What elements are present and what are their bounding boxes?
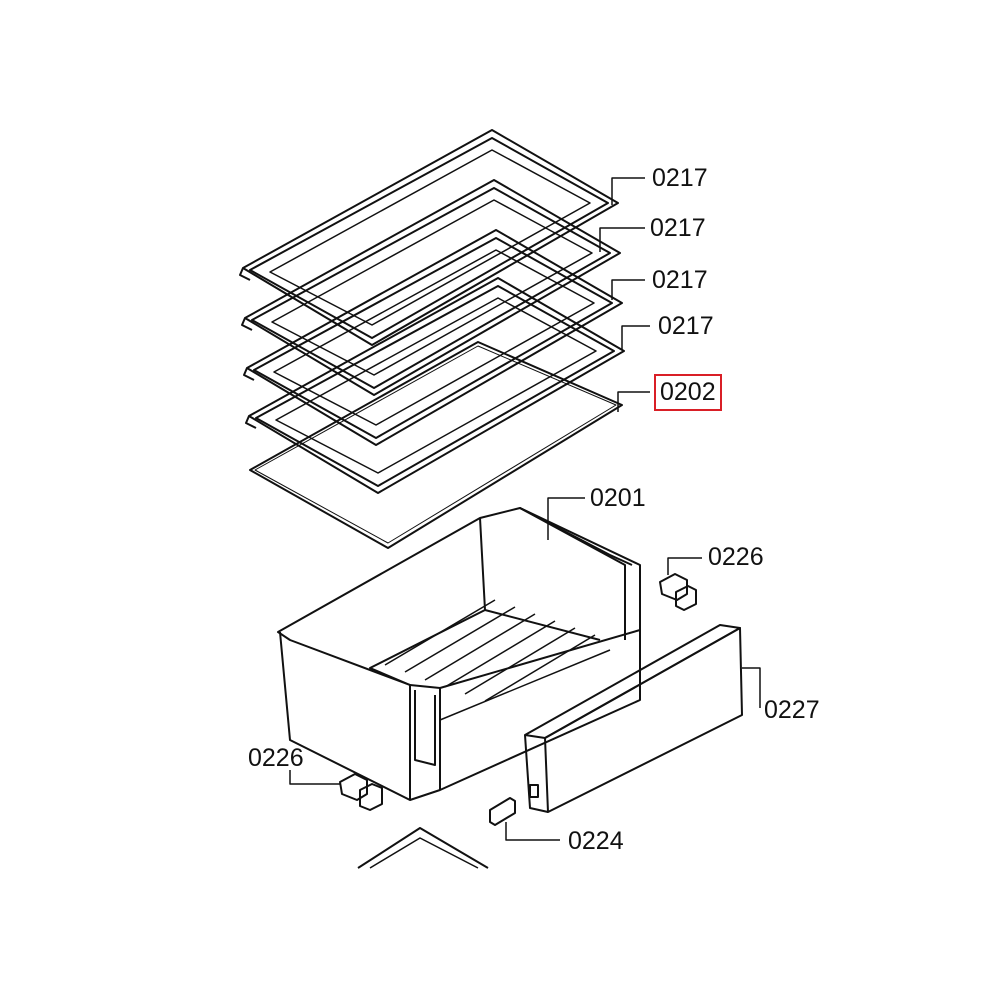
part-label-0227[interactable]: 0227 [764, 696, 820, 724]
part-label-0217[interactable]: 0217 [652, 266, 708, 294]
part-label-0201[interactable]: 0201 [590, 484, 646, 512]
part-label-0217[interactable]: 0217 [650, 214, 706, 242]
clip-left-drawing [339, 773, 383, 811]
part-label-0226[interactable]: 0226 [248, 744, 304, 772]
shelf-frame-2 [241, 179, 621, 396]
shelf-frame-3 [243, 229, 623, 446]
leader-lines [289, 177, 761, 841]
shelf-frame-4 [245, 277, 625, 494]
part-label-0226[interactable]: 0226 [708, 543, 764, 571]
lower-drawer-edge [357, 827, 489, 869]
drawer-front-drawing [524, 624, 743, 813]
clip-right-drawing [659, 573, 697, 611]
drawer-drawing [277, 507, 641, 801]
part-label-0217[interactable]: 0217 [658, 312, 714, 340]
shelf-frame-1 [239, 129, 619, 346]
small-clip-drawing [489, 797, 516, 826]
glass-plate-drawing [249, 341, 623, 549]
part-label-0217[interactable]: 0217 [652, 164, 708, 192]
part-label-0224[interactable]: 0224 [568, 827, 624, 855]
part-label-0202-highlighted[interactable]: 0202 [654, 374, 722, 411]
